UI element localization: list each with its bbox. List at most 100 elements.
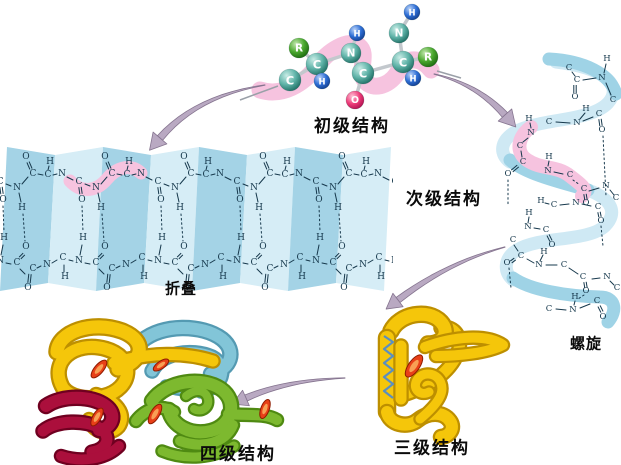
chem-letter: C	[139, 253, 146, 263]
chem-letter: N	[602, 181, 610, 191]
chem-letter: C	[267, 264, 274, 274]
chem-letter: O	[101, 242, 108, 252]
sheet-band	[240, 147, 295, 291]
helix-ribbon-front	[542, 52, 621, 101]
flow-arrows	[149, 73, 517, 407]
chem-letter: H	[219, 272, 227, 282]
chem-letter: O	[103, 283, 110, 293]
chem-letter: H	[0, 233, 8, 243]
svg-text:H: H	[353, 29, 360, 39]
chem-letter: N	[280, 260, 288, 270]
sheet-band	[192, 147, 247, 291]
chem-letter: C	[282, 170, 289, 180]
chem-letter: N	[295, 169, 303, 179]
chem-letter: C	[188, 169, 195, 179]
svg-text:C: C	[399, 56, 407, 70]
chem-letter: C	[567, 170, 574, 180]
chem-letter: C	[361, 170, 368, 180]
chem-letter: C	[60, 253, 67, 263]
chem-letter: C	[566, 63, 573, 73]
svg-text:H: H	[408, 8, 415, 18]
chem-letter: O	[338, 152, 345, 162]
chem-letter: O	[417, 242, 424, 252]
chem-letter: H	[140, 272, 148, 282]
chem-letter: C	[267, 169, 274, 179]
chem-letter: O	[583, 286, 590, 296]
chem-letter: N	[312, 256, 320, 266]
chem-letter: C	[543, 225, 550, 235]
chem-letter: O	[598, 216, 605, 226]
secondary-structure-label: 次级结构	[406, 189, 482, 209]
chem-letter: C	[313, 177, 320, 187]
chain-tail-line	[436, 70, 462, 79]
chem-letter: C	[45, 170, 52, 180]
chem-letter: O	[599, 125, 606, 135]
chem-letter: N	[250, 183, 258, 193]
sheet-band	[0, 147, 55, 291]
chem-letter: C	[595, 202, 602, 212]
svg-text:O: O	[351, 95, 359, 106]
chem-letter: C	[518, 251, 525, 261]
chem-letter: O	[340, 283, 347, 293]
chem-letter: H	[540, 247, 547, 257]
sheet-band	[336, 147, 391, 291]
chem-letter: H	[545, 152, 552, 162]
chem-letter: C	[614, 283, 621, 293]
chem-letter: H	[537, 196, 544, 206]
primary-structure-label: 初级结构	[314, 116, 390, 136]
chem-letter: N	[573, 118, 581, 128]
chem-letter: N	[137, 169, 145, 179]
chem-letter: C	[574, 75, 581, 85]
chem-letter: N	[535, 260, 543, 270]
chem-letter: C	[409, 258, 416, 268]
helix-label: 螺旋	[569, 335, 603, 353]
beta-sheet: OCHCNCONHHONCCHNCOOCHCNCONHHONCCHNCOOCHC…	[0, 147, 424, 293]
chem-letter: N	[171, 183, 179, 193]
svg-text:C: C	[313, 58, 321, 72]
svg-text:N: N	[347, 48, 356, 60]
sheet-band	[144, 147, 199, 291]
arrow-1	[433, 73, 517, 128]
atom-C: C	[305, 52, 329, 76]
chem-letter: O	[180, 242, 187, 252]
chem-letter: N	[58, 169, 66, 179]
chem-letter: O	[338, 242, 345, 252]
chem-letter: H	[125, 157, 133, 167]
chem-letter: O	[157, 195, 164, 205]
chem-letter: H	[283, 157, 291, 167]
chem-letter: O	[236, 195, 243, 205]
atom-H: H	[403, 3, 421, 21]
heme-disc	[152, 358, 170, 372]
subunit-green2	[128, 373, 285, 464]
svg-text:C: C	[286, 74, 294, 88]
chem-letter: C	[610, 95, 617, 105]
chem-letter: C	[30, 169, 37, 179]
chem-letter: H	[79, 233, 87, 243]
tertiary-structure-label: 三级结构	[394, 438, 470, 458]
chem-letter: N	[122, 260, 130, 270]
chem-letter: N	[374, 169, 382, 179]
chem-letter: C	[376, 253, 383, 263]
chain-tail-line	[239, 85, 279, 101]
chem-letter: O	[101, 152, 108, 162]
heme-disc	[147, 403, 163, 425]
chem-letter: O	[394, 195, 401, 205]
chem-letter: N	[572, 198, 580, 208]
chem-letter: H	[316, 233, 324, 243]
sheet-band	[288, 147, 343, 291]
chem-letter: O	[600, 312, 607, 322]
chem-letter: C	[93, 258, 100, 268]
chem-letter: C	[546, 117, 553, 127]
chem-letter: C	[346, 264, 353, 274]
chem-letter: H	[334, 203, 342, 213]
heme-disc	[90, 407, 104, 427]
chem-letter: O	[259, 242, 266, 252]
chem-letter: N	[391, 256, 399, 266]
chem-letter: C	[613, 193, 620, 203]
arrow-2	[385, 246, 506, 310]
chem-letter: H	[377, 272, 385, 282]
